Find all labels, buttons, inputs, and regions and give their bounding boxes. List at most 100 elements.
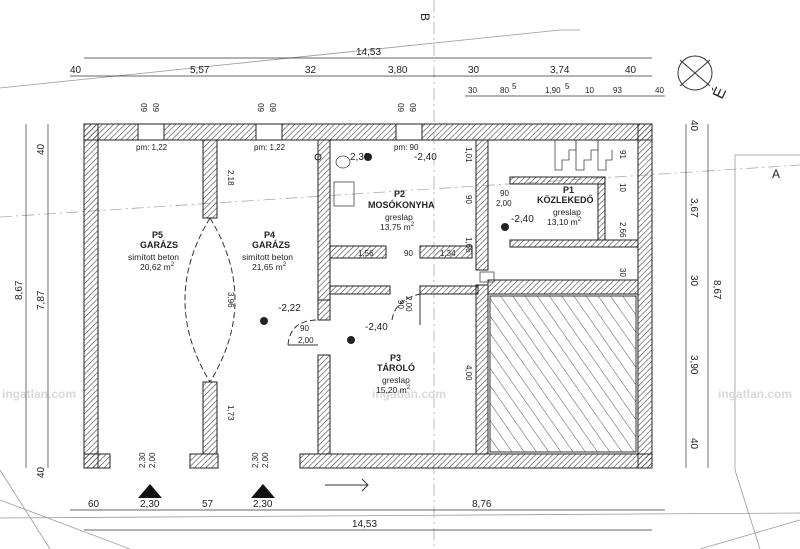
dim-right-2: 3,67 (688, 198, 699, 218)
dim-left-outer: 8,67 (14, 280, 25, 300)
room-p2-area: 13,75 m2 (380, 222, 415, 232)
door-swings (184, 217, 421, 383)
dim-window-3: 60 (257, 103, 266, 112)
dim-int-15: 90 (500, 189, 509, 198)
dim-top2-1: 30 (468, 86, 477, 95)
entry-arrow (325, 478, 369, 492)
dim-int-24: 2,00 (261, 452, 270, 468)
room-p2-id: P2 (394, 189, 405, 199)
room-p2-finish: greslap (385, 212, 413, 222)
dim-int-12: 10 (618, 183, 627, 192)
dim-bottom-2: 2,30 (140, 499, 160, 510)
section-a-label: A (772, 167, 780, 181)
parapet-label-2: pm: 1,22 (254, 143, 286, 152)
dimension-lines (25, 57, 709, 531)
dim-top-1: 40 (70, 65, 82, 76)
room-p4: P4 GARÁZS simított beton 21,65 m2 (242, 230, 293, 272)
level-3: -2,40 (511, 214, 534, 225)
dim-int-10: 4,00 (464, 365, 473, 381)
dim-top-7: 40 (625, 65, 637, 76)
site-lines (0, 29, 800, 549)
dim-top2-5: 5 (565, 82, 570, 91)
window-widths: 60 60 60 60 60 60 (140, 103, 418, 112)
level-1: 2,30 (350, 152, 370, 163)
dim-right-1: 40 (688, 120, 699, 132)
dim-int-20: 2,00 (404, 296, 413, 312)
room-p4-finish: simított beton (242, 252, 293, 262)
dim-int-16: 2,00 (496, 199, 512, 208)
room-p2: P2 MOSÓKONYHA greslap 13,75 m2 (368, 189, 435, 232)
room-p5-name: GARÁZS (140, 240, 178, 250)
dim-int-6: 1,34 (440, 249, 456, 258)
dim-window-5: 60 (397, 103, 406, 112)
north-arrow: É (677, 55, 730, 102)
dim-int-2: 3,96 (226, 292, 235, 308)
dim-top-6: 3,74 (550, 65, 570, 76)
dim-window-2: 60 (152, 103, 161, 112)
dim-int-14: 30 (618, 268, 627, 277)
dim-int-22: 2,00 (148, 452, 157, 468)
dim-window-4: 60 (269, 103, 278, 112)
room-p3-area: 15,20 m2 (376, 385, 411, 395)
room-p4-name: GARÁZS (252, 240, 290, 250)
dim-top2-2: 80 (500, 86, 509, 95)
dim-left-top: 40 (36, 143, 47, 155)
dim-right-4: 3,90 (688, 355, 699, 375)
dim-bottom-5: 8,76 (472, 499, 492, 510)
dim-bottom-4: 2,30 (253, 499, 273, 510)
entrance-markers (138, 484, 275, 498)
dim-int-7: 1,01 (464, 147, 473, 163)
dim-int-1: 2,18 (226, 170, 235, 186)
section-b-label: B (418, 13, 432, 21)
room-p1-id: P1 (563, 185, 574, 195)
door-leaves (288, 294, 421, 346)
room-p4-area: 21,65 m2 (252, 262, 287, 272)
dim-top2-4: 1,90 (545, 86, 561, 95)
dim-int-17: 90 (300, 324, 309, 333)
dim-int-18: 2,00 (298, 336, 314, 345)
dim-top-2: 5,57 (190, 65, 210, 76)
room-p5-finish: simított beton (128, 252, 179, 262)
dim-top2-6: 10 (585, 86, 594, 95)
dim-int-3: 1,73 (226, 405, 235, 421)
room-p5-id: P5 (152, 230, 163, 240)
room-p3-id: P3 (390, 353, 401, 363)
room-p4-id: P4 (264, 230, 275, 240)
dim-int-4: 1,56 (358, 249, 374, 258)
dim-int-8: 90 (464, 195, 473, 204)
dim-int-19: 90 (396, 300, 405, 309)
level-markers (260, 153, 509, 344)
room-p1: P1 KÖZLEKEDŐ greslap 13,10 m2 (537, 185, 594, 227)
watermark-left: ingatlan.com (2, 387, 76, 401)
dim-right-5: 40 (688, 438, 699, 450)
dim-int-9: 1,66 (464, 237, 473, 253)
dim-bottom-total: 14,53 (352, 519, 377, 530)
room-p1-name: KÖZLEKEDŐ (537, 194, 594, 205)
dim-right-outer: 8,67 (711, 280, 722, 300)
stair-area (489, 140, 637, 453)
dim-top-3: 32 (305, 65, 317, 76)
room-p5-area: 20,62 m2 (140, 262, 175, 272)
dim-left-inner: 7,87 (36, 290, 47, 310)
room-p3-finish: greslap (382, 375, 410, 385)
room-p1-finish: greslap (553, 207, 581, 217)
dim-int-5: 90 (404, 249, 413, 258)
dim-right-3: 30 (688, 275, 699, 287)
laundry-fixtures (333, 155, 495, 283)
walls (83, 123, 653, 469)
dim-top-4: 3,80 (388, 65, 408, 76)
room-p3-name: TÁROLÓ (377, 362, 415, 373)
dim-bottom-1: 60 (88, 499, 100, 510)
dim-int-11: 91 (618, 150, 627, 159)
north-label: É (708, 84, 730, 102)
parapet-label-1: pm: 1,22 (136, 143, 168, 152)
dim-top2-8: 40 (655, 86, 664, 95)
level-5: -2,40 (365, 322, 388, 333)
dim-window-6: 60 (409, 103, 418, 112)
parapet-label-3: pm: 90 (394, 143, 419, 152)
room-p1-area: 13,10 m2 (547, 217, 582, 227)
dim-window-1: 60 (140, 103, 149, 112)
dim-int-23: 2,30 (251, 452, 260, 468)
dim-top-total: 14,53 (356, 47, 381, 58)
